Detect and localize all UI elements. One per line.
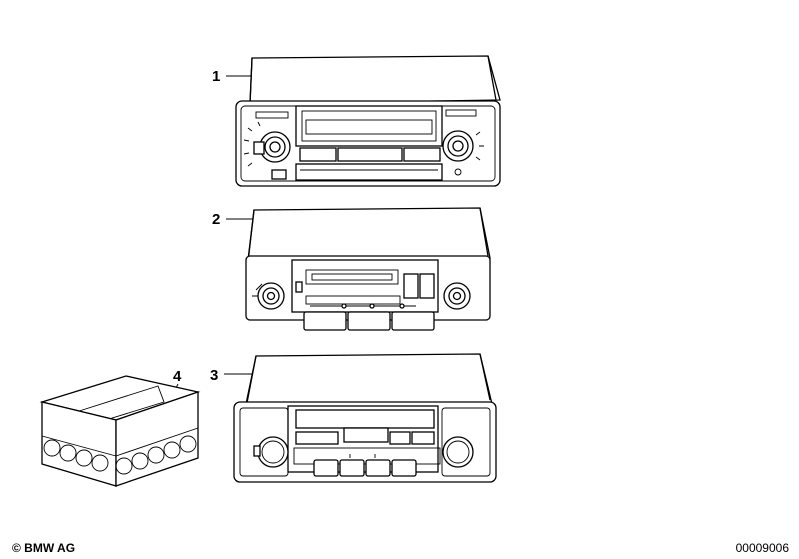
can-pattern xyxy=(43,435,197,475)
chassis-1 xyxy=(249,55,501,105)
callout-2: 2 xyxy=(212,211,220,228)
button-3a xyxy=(295,431,339,445)
button-1a xyxy=(299,147,337,162)
display-right-1 xyxy=(445,109,477,117)
switch-1 xyxy=(271,169,287,180)
display-3 xyxy=(343,427,389,443)
button-1b xyxy=(337,147,403,162)
chassis-3 xyxy=(245,353,493,409)
preset-button-3c xyxy=(365,459,391,477)
preset-button-3d xyxy=(391,459,417,477)
cassette-door-3 xyxy=(295,409,435,429)
button-2b xyxy=(419,273,435,299)
button-1c xyxy=(403,147,441,162)
callout-1: 1 xyxy=(212,68,220,85)
volume-knob-2 xyxy=(252,282,285,310)
button-3c xyxy=(411,431,435,445)
display-2 xyxy=(305,269,399,285)
volume-knob-3 xyxy=(253,436,289,468)
preset-button-2b xyxy=(347,311,391,331)
radio-unit-1: 1 xyxy=(212,55,501,187)
volume-knob-1 xyxy=(253,131,291,163)
preset-button-3a xyxy=(313,459,339,477)
preset-button-2c xyxy=(391,311,435,331)
callout-3: 3 xyxy=(210,367,218,384)
preset-button-2a xyxy=(303,311,347,331)
display-left-1 xyxy=(255,111,289,119)
button-3b xyxy=(389,431,411,445)
document-number: 00009006 xyxy=(735,541,789,555)
tuning-knob-2 xyxy=(443,282,471,310)
tuning-knob-1 xyxy=(442,130,474,162)
cassette-slot-1 xyxy=(295,163,443,181)
tuning-knob-3 xyxy=(442,436,474,468)
copyright-label: © BMW AG xyxy=(12,541,76,555)
callout-4: 4 xyxy=(173,368,182,385)
chassis-2 xyxy=(247,207,491,263)
radio-unit-3: 3 xyxy=(210,353,497,483)
button-2a xyxy=(403,273,419,299)
radio-unit-2: 2 xyxy=(212,207,491,331)
packaging-box-4: 4 xyxy=(39,368,201,487)
preset-button-3b xyxy=(339,459,365,477)
indicator-1 xyxy=(454,168,462,176)
cassette-door-1 xyxy=(295,105,443,147)
